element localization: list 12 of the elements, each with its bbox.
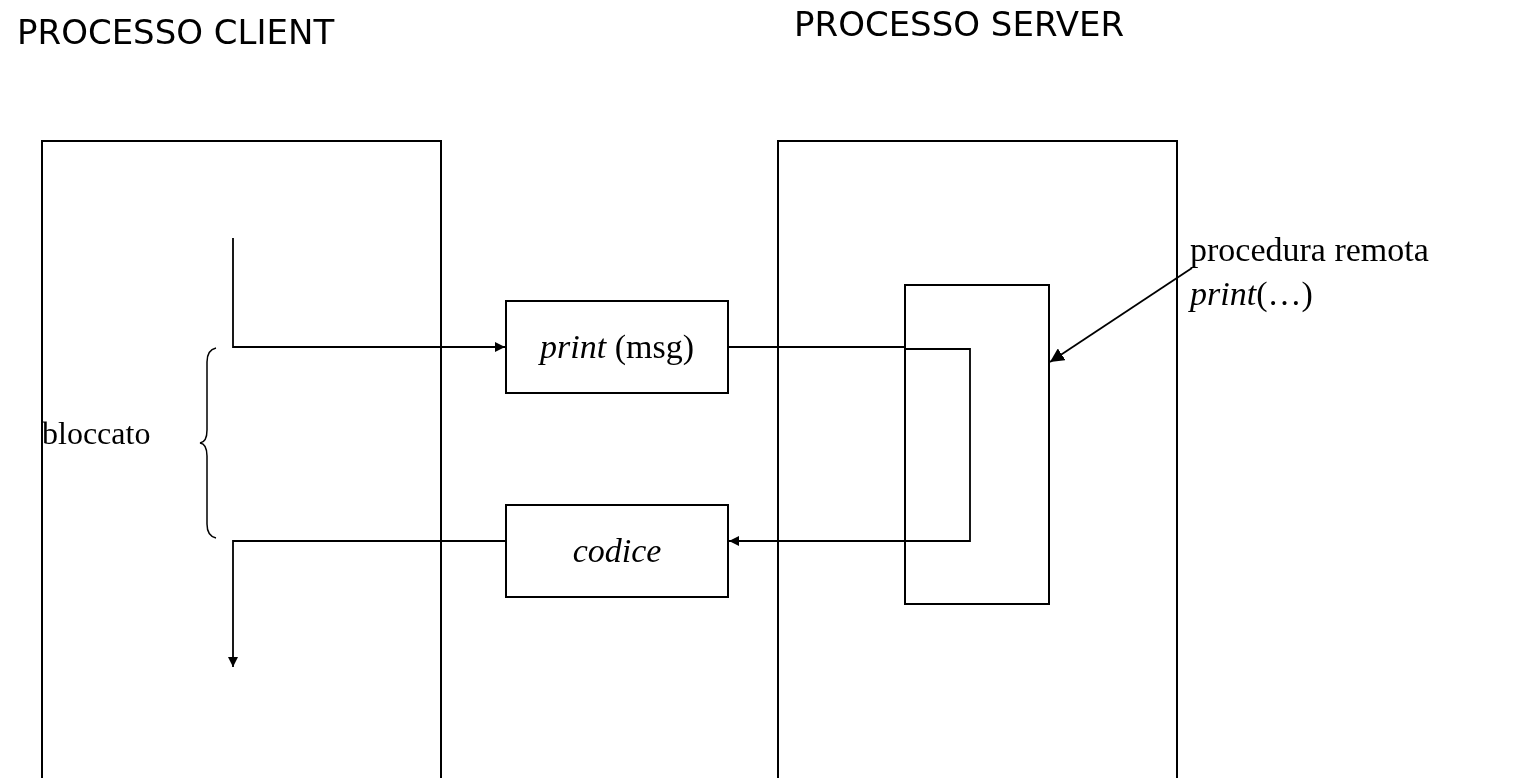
state-label: bloccato — [42, 415, 151, 452]
process-heading: PROCESSO CLIENT — [17, 12, 335, 52]
code-box: codice — [505, 504, 729, 598]
connector-line — [728, 346, 905, 348]
arrow — [232, 237, 506, 352]
process-heading: PROCESSO SERVER — [794, 4, 1125, 44]
procedure-box — [904, 284, 1050, 605]
message-box: print (msg) — [505, 300, 729, 394]
callout-text: procedura remota print(…) — [1190, 228, 1517, 318]
leader-line — [1049, 267, 1193, 363]
arrow — [228, 540, 506, 668]
arrow — [728, 536, 905, 546]
